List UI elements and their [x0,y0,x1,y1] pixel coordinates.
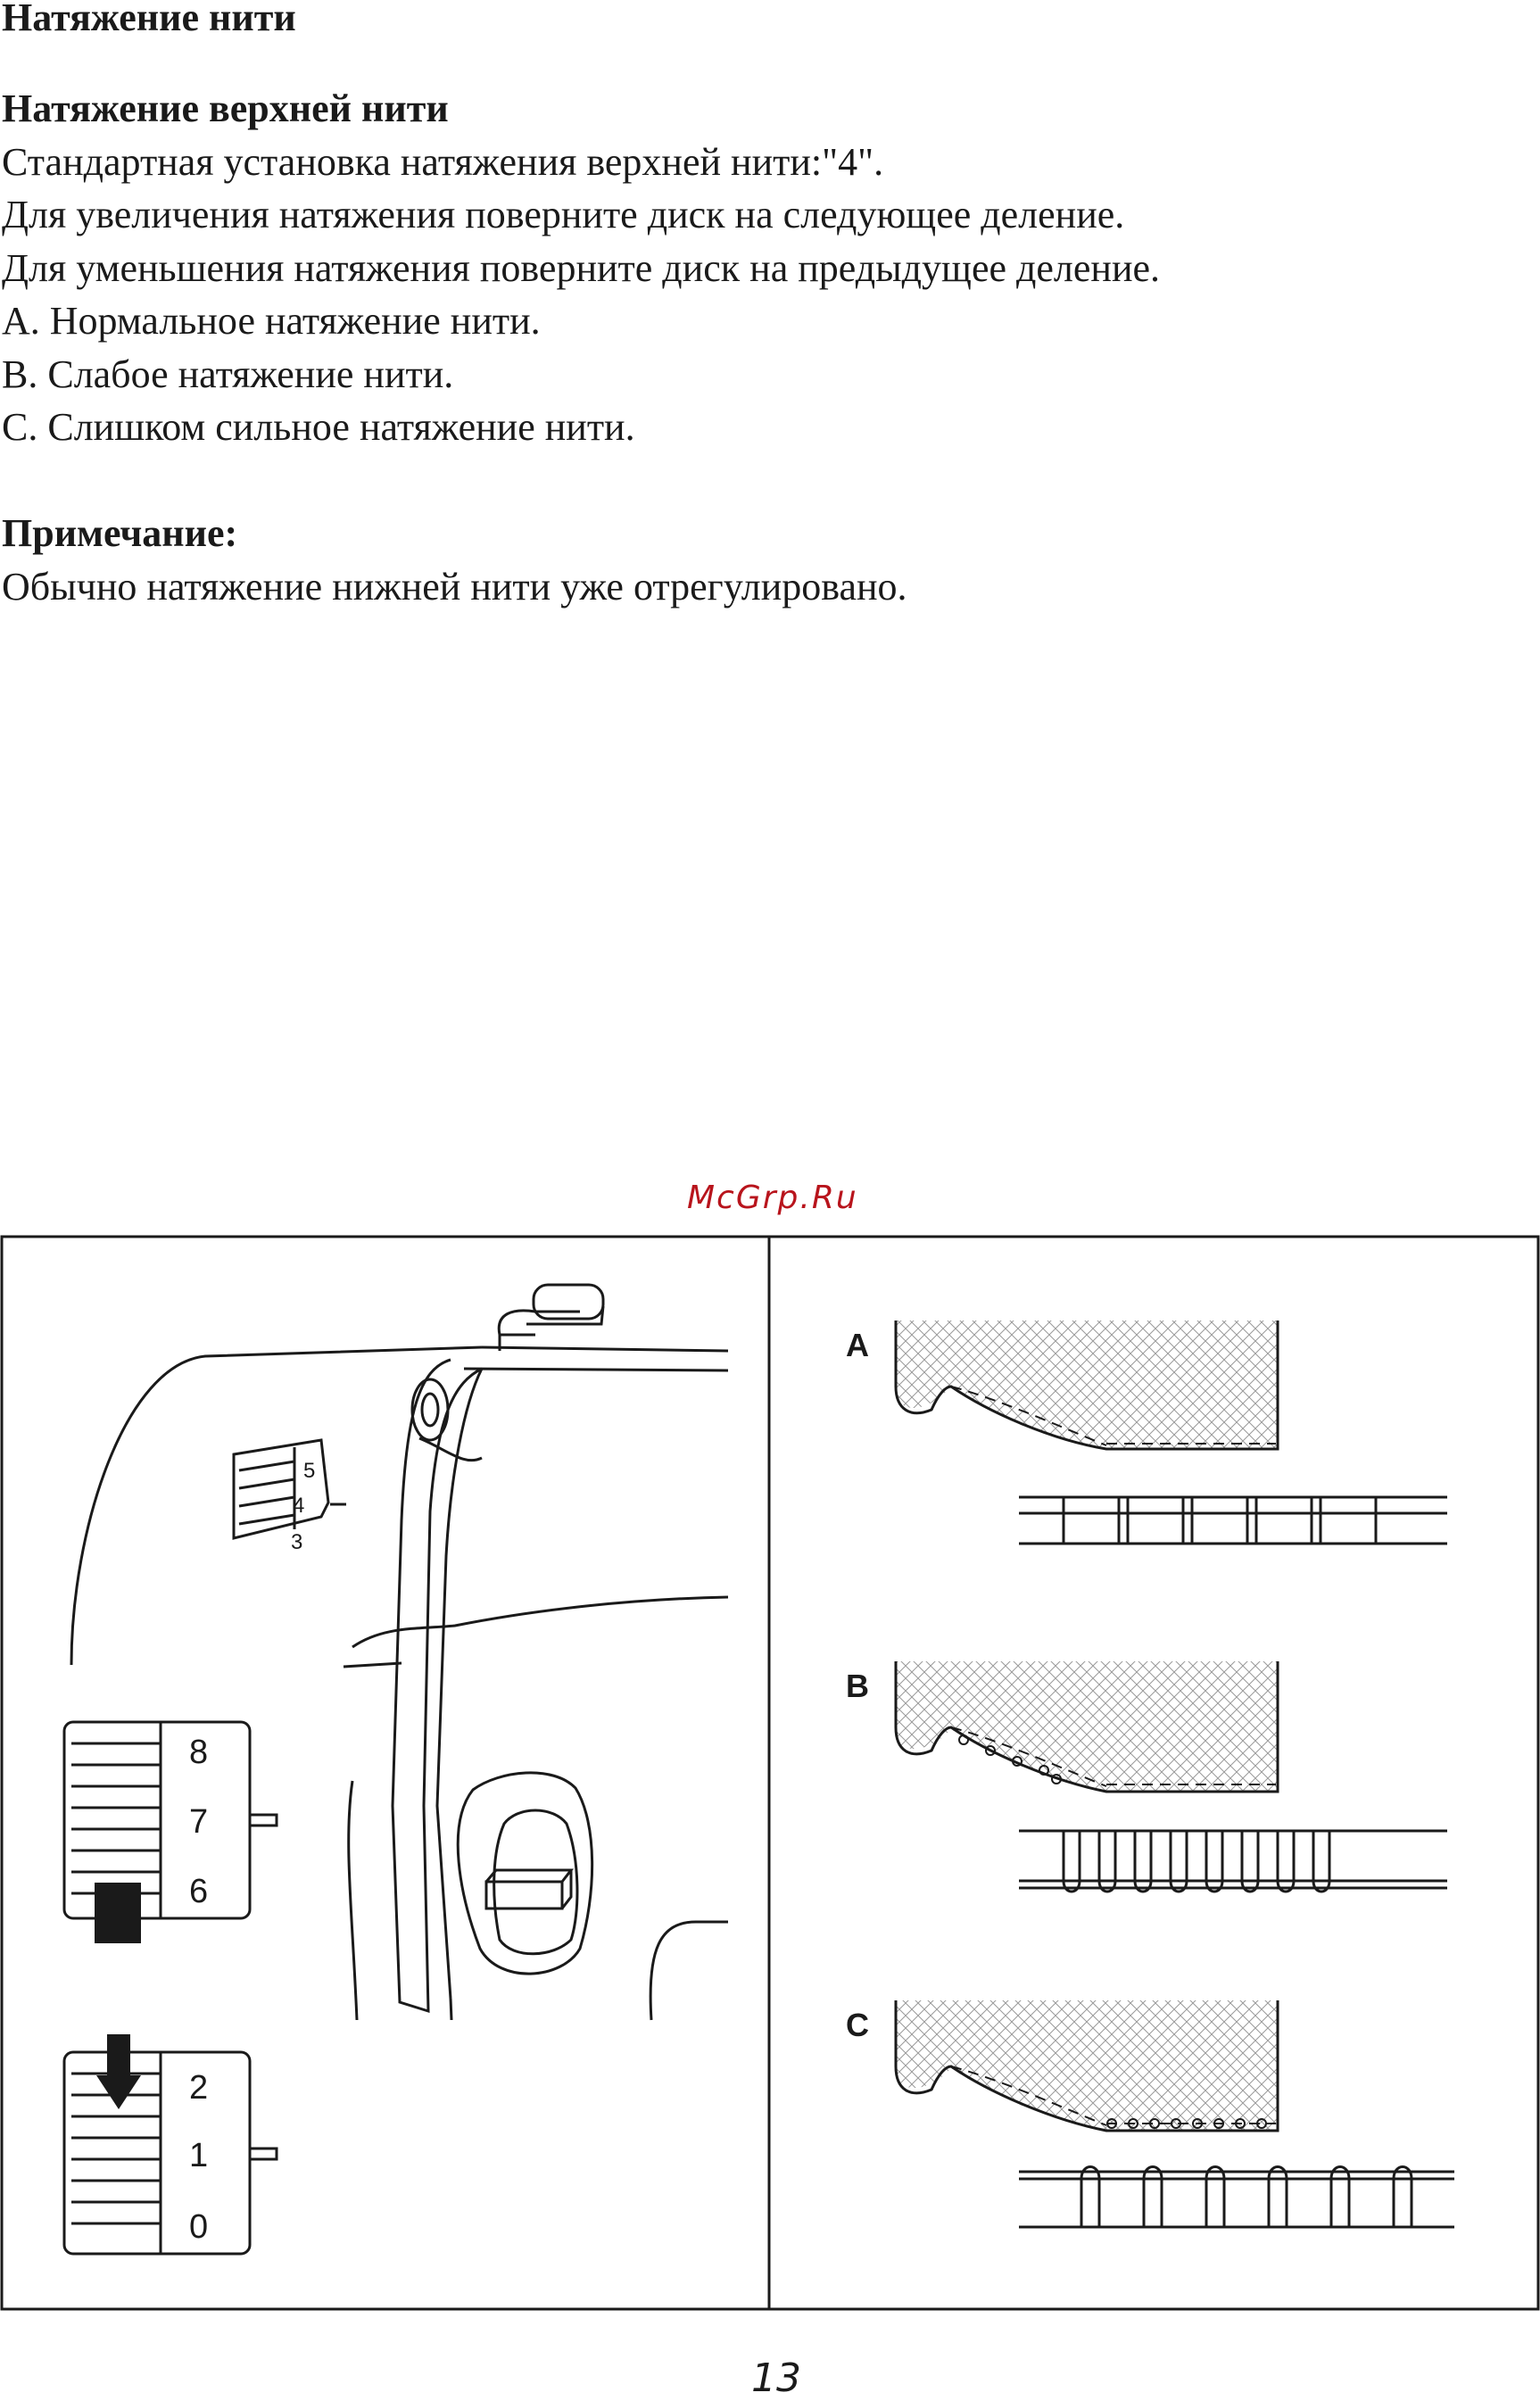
tension-figure: 5 4 3 8 7 6 2 1 0 A B C [0,1235,1540,2311]
increase-dial-number: 6 [189,1873,208,1910]
decrease-dial-number: 0 [189,2208,208,2246]
machine-dial-number: 4 [293,1494,304,1518]
increase-dial-number: 8 [189,1734,208,1771]
section-heading: Натяжение верхней нити [2,87,449,130]
note-text: Обычно натяжение нижней нити уже отрегул… [2,564,907,609]
paragraph-increase: Для увеличения натяжения поверните диск … [2,193,1125,236]
stitch-a: A [846,1321,1447,1545]
paragraph-weak-tension: B. Слабое натяжение нити. [2,352,454,396]
increase-dial [62,1720,278,1920]
spacer [2,454,1519,508]
decrease-dial-number: 1 [189,2137,208,2174]
page-title: Натяжение нити [2,0,296,39]
machine-dial-number: 3 [291,1530,302,1554]
paragraph-normal-tension: A. Нормальное натяжение нити. [2,299,541,343]
page-number: 13 [751,2355,801,2401]
decrease-dial-number: 2 [189,2069,208,2107]
paragraph-decrease: Для уменьшения натяжения поверните диск … [2,245,1161,290]
decrease-dial [62,2050,278,2256]
watermark: McGrp.Ru [687,1180,858,1216]
paragraph-strong-tension: C. Слишком сильное натяжение нити. [2,405,635,449]
machine-dial-number: 5 [303,1459,315,1483]
arrow-down-icon [96,2034,141,2109]
text-block: Натяжение верхней нити Стандартная устан… [2,82,1519,613]
stitch-c: C [846,2000,1454,2229]
arrow-up-icon [95,1883,141,1943]
machine-illustration [70,1283,729,2021]
note-heading: Примечание: [2,511,238,555]
paragraph-default-setting: Стандартная установка натяжения верхней … [2,139,884,184]
stitch-label: C [846,2007,869,2043]
increase-dial-number: 7 [189,1803,208,1841]
stitch-b: B [846,1661,1447,1893]
stitch-label: A [846,1327,869,1363]
stitch-label: B [846,1668,869,1704]
